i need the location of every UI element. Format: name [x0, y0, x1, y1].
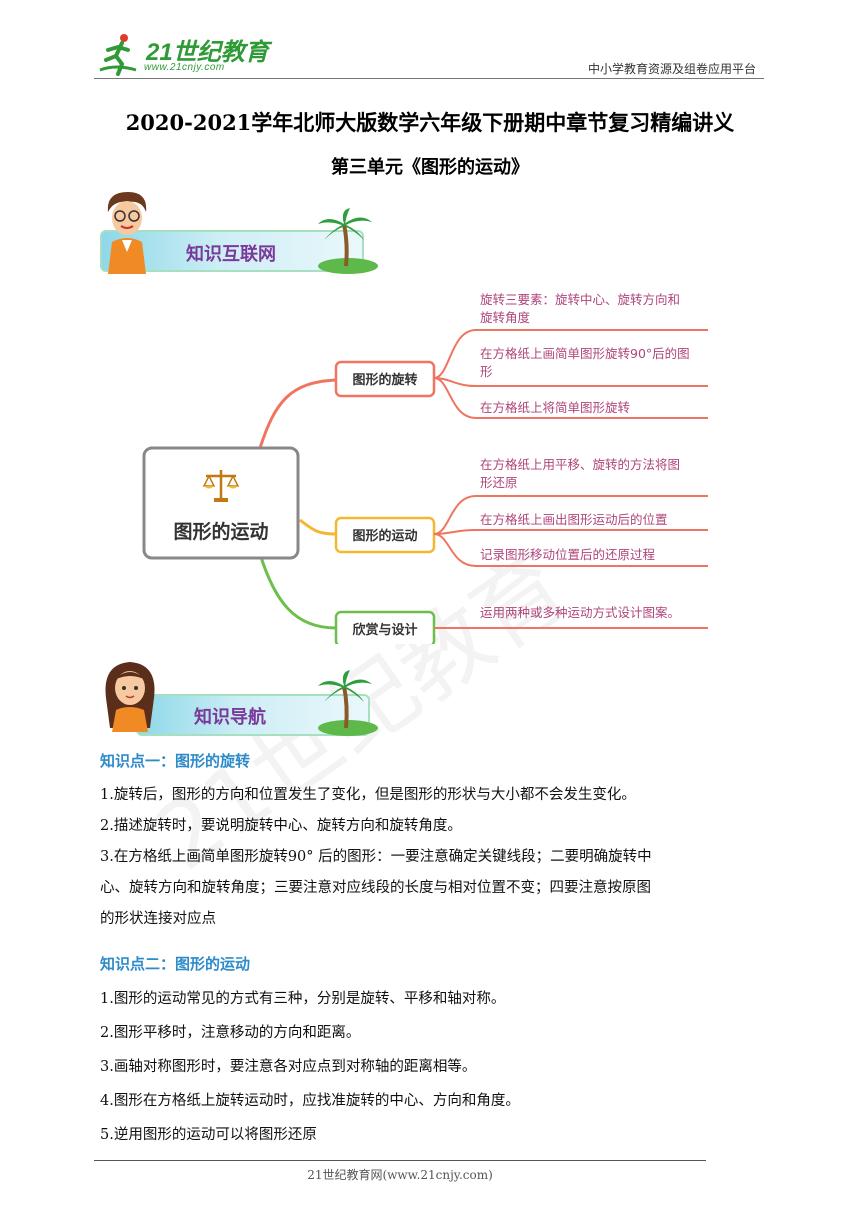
logo-url: www.21cnjy.com: [144, 62, 225, 73]
list-item: 4.图形在方格纸上旋转运动时，应找准旋转的中心、方向和角度。: [100, 1093, 520, 1109]
banner-knowledge-web: 知识互联网: [100, 190, 380, 280]
banner-knowledge-nav: 知识导航: [100, 658, 380, 738]
leaf-rotation-1b: 旋转角度: [480, 310, 531, 325]
list-item: 的形状连接对应点: [100, 911, 216, 927]
banner-title: 知识导航: [194, 707, 266, 728]
page-subtitle: 第三单元《图形的运动》: [331, 157, 529, 178]
section-heading-rotation: 知识点一：图形的旋转: [100, 752, 251, 770]
page-title: 2020-2021学年北师大版数学六年级下册期中章节复习精编讲义: [125, 110, 735, 135]
banner-title: 知识互联网: [186, 244, 276, 265]
leaf-motion-3: 记录图形移动位置后的还原过程: [480, 547, 656, 562]
branch-line-motion: [299, 518, 337, 536]
mind-map: 图形的运动 图形的旋转 图形的运动 欣赏与设计 旋转三要素：旋转中心、旋转方向和…: [142, 292, 708, 644]
list-item: 1.图形的运动常见的方式有三种，分别是旋转、平移和轴对称。: [100, 991, 506, 1007]
list-item: 5.逆用图形的运动可以将图形还原: [100, 1127, 317, 1143]
leaf-design-1: 运用两种或多种运动方式设计图案。: [480, 605, 680, 620]
branch-label-design: 欣赏与设计: [352, 622, 417, 638]
list-item: 3.在方格纸上画简单图形旋转90° 后的图形：一要注意确定关键线段；二要明确旋转…: [100, 849, 652, 865]
site-logo[interactable]: 21世纪教育 www.21cnjy.com: [96, 30, 269, 80]
leaf-motion-1b: 形还原: [480, 475, 518, 490]
section-body-motion: 1.图形的运动常见的方式有三种，分别是旋转、平移和轴对称。 2.图形平移时，注意…: [100, 982, 762, 1152]
leaf-rotation-3: 在方格纸上将简单图形旋转: [480, 400, 630, 415]
footer-divider: [94, 1160, 706, 1161]
palm-tree-icon: [318, 670, 378, 736]
section-heading-motion: 知识点二：图形的运动: [100, 955, 251, 973]
girl-student-icon: [105, 662, 155, 732]
leaf-motion-2: 在方格纸上画出图形运动后的位置: [480, 512, 668, 527]
list-item: 心、旋转方向和旋转角度；三要注意对应线段的长度与相对位置不变；四要注意按原图: [100, 880, 651, 896]
branch-label-motion: 图形的运动: [352, 528, 417, 544]
leaf-rotation-2a: 在方格纸上画简单图形旋转90°后的图: [480, 346, 690, 361]
footer-text[interactable]: 21世纪教育网(www.21cnjy.com): [307, 1168, 493, 1182]
center-node: [142, 446, 300, 560]
runner-icon: [99, 34, 137, 76]
center-node-label: 图形的运动: [173, 520, 268, 543]
logo-text: 21世纪教育: [146, 39, 269, 66]
section-body-rotation: 1.旋转后，图形的方向和位置发生了变化，但是图形的形状与大小都不会发生变化。 2…: [100, 780, 762, 935]
leaf-motion-1a: 在方格纸上用平移、旋转的方法将图: [480, 457, 680, 472]
list-item: 2.图形平移时，注意移动的方向和距离。: [100, 1025, 361, 1041]
balance-scale-icon: [202, 470, 240, 502]
branch-label-rotation: 图形的旋转: [352, 372, 417, 388]
leaf-rotation-2b: 形: [480, 364, 493, 379]
branch-line-rotation: [258, 378, 337, 449]
list-item: 1.旋转后，图形的方向和位置发生了变化，但是图形的形状与大小都不会发生变化。: [100, 787, 636, 803]
palm-tree-icon: [318, 208, 378, 274]
list-item: 3.画轴对称图形时，要注意各对应点到对称轴的距离相等。: [100, 1059, 477, 1075]
header-divider: [94, 78, 764, 79]
header-right-text: 中小学教育资源及组卷应用平台: [587, 62, 756, 76]
branch-line-design: [258, 553, 337, 630]
boy-teacher-icon: [107, 192, 147, 274]
leaf-rotation-1a: 旋转三要素：旋转中心、旋转方向和: [480, 292, 680, 307]
list-item: 2.描述旋转时，要说明旋转中心、旋转方向和旋转角度。: [100, 818, 462, 834]
